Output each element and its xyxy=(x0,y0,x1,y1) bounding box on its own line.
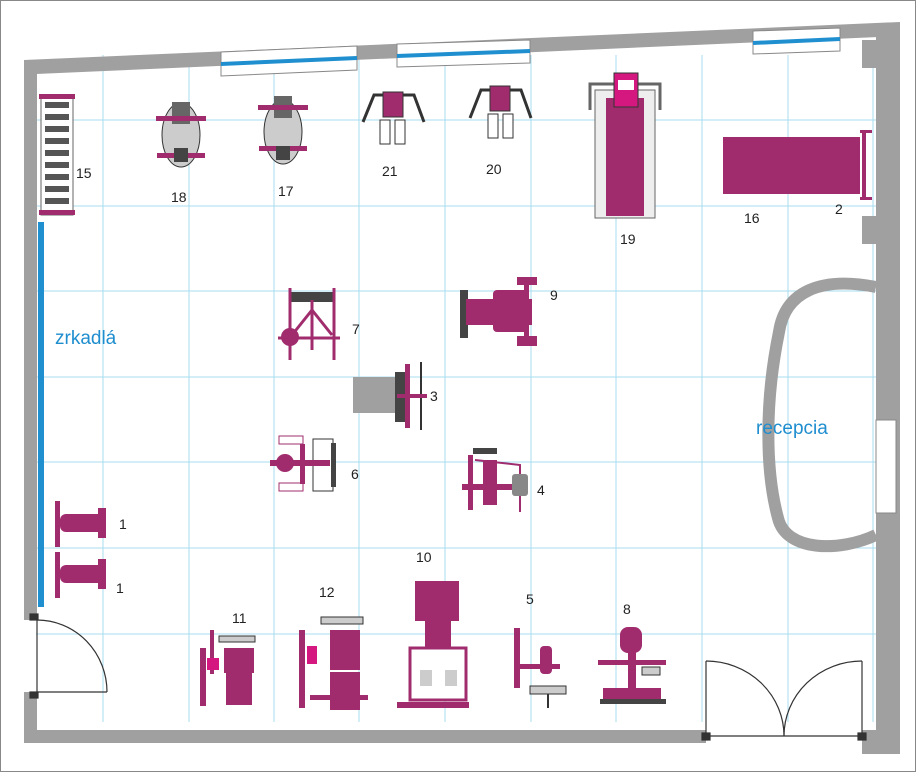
machine-9 xyxy=(460,277,537,346)
label-19: 19 xyxy=(620,231,636,247)
machine-7 xyxy=(278,288,340,360)
label-10: 10 xyxy=(416,549,432,565)
label-2: 2 xyxy=(835,201,843,217)
machine-15-dumbbell-rack xyxy=(39,94,75,216)
mirrors-label: zrkadlá xyxy=(55,328,117,349)
machine-18-cross-trainer xyxy=(156,102,206,168)
machine-11 xyxy=(200,630,256,706)
machine-20-stepper xyxy=(468,85,533,139)
machine-19-treadmill xyxy=(588,72,662,219)
machine-2-rack xyxy=(860,130,872,200)
label-11: 11 xyxy=(232,610,247,626)
machine-12 xyxy=(299,616,368,710)
label-17: 17 xyxy=(278,183,294,199)
label-18: 18 xyxy=(171,189,187,205)
label-21: 21 xyxy=(382,163,398,179)
label-15: 15 xyxy=(76,165,92,181)
mirror-strip xyxy=(38,222,44,607)
machine-8 xyxy=(598,627,666,704)
left-door xyxy=(29,613,108,699)
machine-6 xyxy=(270,435,336,492)
label-7: 7 xyxy=(352,321,360,337)
reception-label: recepcia xyxy=(756,418,828,439)
machine-5 xyxy=(514,628,567,708)
machine-1-b xyxy=(55,552,106,598)
label-1b: 1 xyxy=(116,580,124,596)
reception-desk xyxy=(762,277,879,553)
machine-1-a xyxy=(55,501,106,547)
label-16: 16 xyxy=(744,210,760,226)
machine-16-bench xyxy=(723,137,860,194)
machine-17-cross-trainer xyxy=(258,96,308,165)
machine-3 xyxy=(353,362,427,430)
label-1a: 1 xyxy=(119,516,127,532)
machine-21-stepper xyxy=(361,91,426,145)
label-4: 4 xyxy=(537,482,545,498)
label-6: 6 xyxy=(351,466,359,482)
label-9: 9 xyxy=(550,287,558,303)
label-3: 3 xyxy=(430,388,438,404)
label-5: 5 xyxy=(526,591,534,607)
main-entrance-double-door xyxy=(701,660,867,741)
label-8: 8 xyxy=(623,601,631,617)
label-12: 12 xyxy=(319,584,335,600)
label-20: 20 xyxy=(486,161,502,177)
machine-4 xyxy=(462,448,528,512)
windows xyxy=(220,27,897,514)
machine-10 xyxy=(397,581,469,708)
